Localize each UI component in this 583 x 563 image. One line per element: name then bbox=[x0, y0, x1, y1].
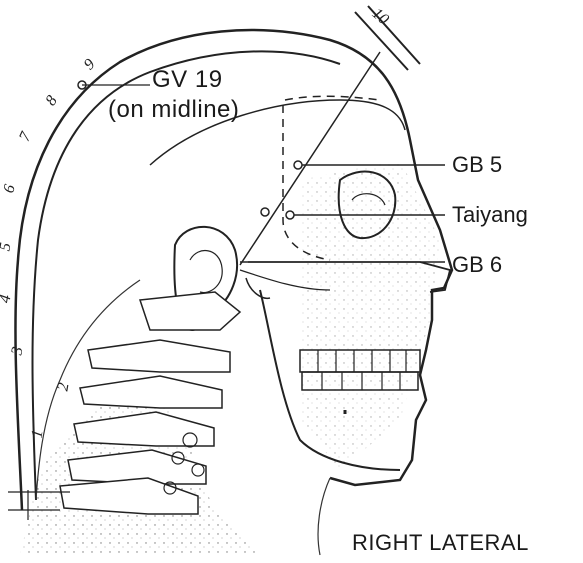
view-label: RIGHT LATERAL bbox=[352, 530, 529, 556]
taiyang-point bbox=[286, 211, 294, 219]
cervical-spine bbox=[60, 292, 240, 514]
gb5-label: GB 5 bbox=[452, 152, 502, 178]
gv19-sublabel: (on midline) bbox=[108, 96, 239, 124]
gb6-label: GB 6 bbox=[452, 252, 502, 278]
gb6-point bbox=[261, 208, 269, 216]
taiyang-label: Taiyang bbox=[452, 202, 528, 228]
stippled-face-area bbox=[300, 160, 440, 470]
gv19-label: GV 19 bbox=[152, 66, 223, 94]
gb5-point bbox=[294, 161, 302, 169]
